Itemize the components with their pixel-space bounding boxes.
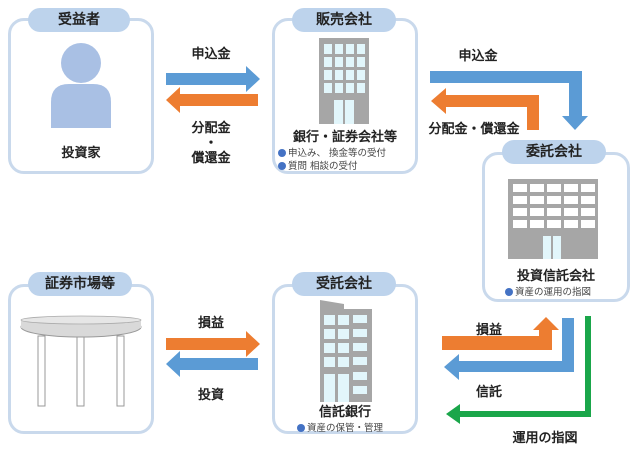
label-distribution-2: 分配金・償還金 bbox=[428, 122, 520, 137]
bullet-dot bbox=[278, 149, 286, 157]
arrow-distribution-to-seller bbox=[431, 88, 539, 130]
bullet-dot bbox=[278, 162, 286, 170]
beneficiary-label: 投資家 bbox=[61, 146, 101, 161]
bullet-dot bbox=[297, 424, 305, 432]
arrow-subscription-to-seller bbox=[166, 66, 260, 92]
building-icon bbox=[508, 179, 598, 259]
trustor-label: 投資信託会社 bbox=[516, 269, 595, 284]
person-icon bbox=[51, 43, 111, 128]
label-distribution-1dot: ・ bbox=[204, 136, 218, 151]
building-icon bbox=[320, 300, 372, 402]
arrow-distribution-to-investor bbox=[166, 87, 258, 113]
label-profit-2: 損益 bbox=[475, 323, 502, 338]
arrow-profit-to-trustor bbox=[442, 317, 559, 350]
trustor-note-1: 資産の運用の指図 bbox=[505, 284, 591, 298]
arrow-subscription-to-trustor bbox=[430, 71, 588, 130]
label-subscription-1: 申込金 bbox=[191, 47, 231, 62]
arrow-profit-to-trustee bbox=[166, 331, 260, 357]
arrow-investment-to-market bbox=[166, 351, 258, 377]
trustee-label: 信託銀行 bbox=[318, 405, 371, 420]
trustee-note-1: 資産の保管・管理 bbox=[297, 420, 383, 434]
building-icon bbox=[319, 38, 369, 124]
seller-label: 銀行・証券会社等 bbox=[292, 130, 397, 145]
label-profit-1: 損益 bbox=[197, 316, 224, 331]
trustor-title: 委託会社 bbox=[502, 140, 606, 164]
arrow-trust-to-trustee bbox=[444, 318, 574, 380]
label-distribution-1b: 償還金 bbox=[191, 151, 231, 166]
label-investment: 投資 bbox=[197, 388, 224, 403]
bullet-dot bbox=[505, 288, 513, 296]
label-trust: 信託 bbox=[475, 385, 502, 400]
seller-title: 販売会社 bbox=[292, 8, 396, 32]
seller-note-1: 申込み、 換金等の受付 bbox=[278, 145, 386, 159]
arrow-instruction-to-trustee bbox=[446, 316, 591, 424]
beneficiary-title: 受益者 bbox=[28, 8, 130, 32]
label-instruction: 運用の指図 bbox=[512, 431, 578, 446]
trustee-title: 受託会社 bbox=[292, 272, 396, 296]
seller-note-2: 質問 相談の受付 bbox=[278, 158, 358, 172]
market-table-icon bbox=[20, 315, 142, 407]
market-title: 証券市場等 bbox=[28, 272, 132, 296]
label-distribution-1a: 分配金 bbox=[191, 121, 231, 136]
label-subscription-2: 申込金 bbox=[458, 49, 498, 64]
